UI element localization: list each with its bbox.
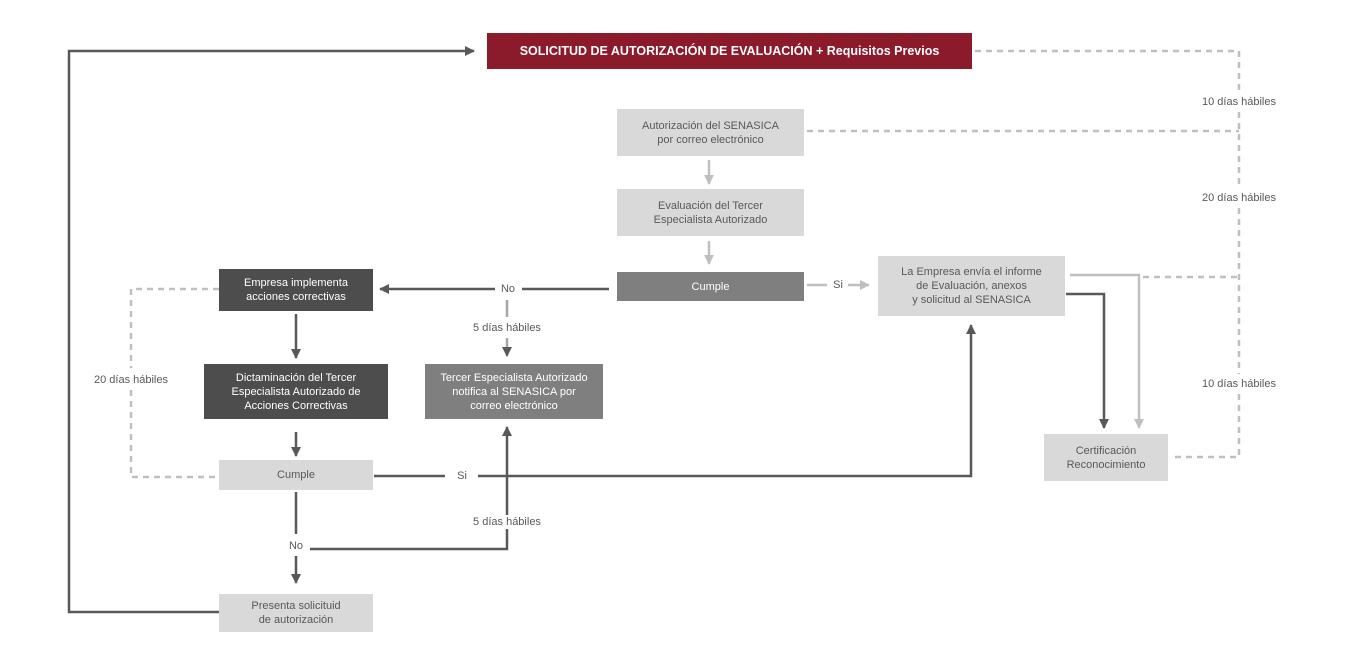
cumple-si-to-empresa-arrow (374, 325, 971, 478)
cumple-second-node: Cumple (219, 460, 373, 490)
dias-20-right-label: 20 días hábiles (1199, 191, 1279, 205)
certificacion-node: Certificación Reconocimiento (1044, 434, 1168, 481)
empresa-envia-node: La Empresa envía el informe de Evaluació… (878, 256, 1065, 316)
dias-5-top-label: 5 días hábiles (470, 321, 544, 335)
dias-5-bottom-label: 5 días hábiles (470, 515, 544, 529)
return-loop-arrow (67, 46, 475, 614)
dictaminacion-node: Dictaminación del Tercer Especialista Au… (204, 364, 388, 419)
tercer-notifica-node: Tercer Especialista Autorizado notifica … (425, 364, 603, 419)
si-main-label: Si (830, 278, 846, 292)
si-second-label: Si (454, 469, 470, 483)
dashed-top-right (975, 49, 1241, 459)
autorizacion-senasica-node: Autorización del SENASICA por correo ele… (617, 109, 804, 156)
dashed-left-loop (129, 287, 219, 479)
dias-20-left-label: 20 días hábiles (91, 373, 171, 387)
empresa-implementa-node: Empresa implementa acciones correctivas (219, 269, 373, 311)
flow-title: SOLICITUD DE AUTORIZACIÓN DE EVALUACIÓN … (487, 33, 972, 69)
empresa-to-certificacion-arrow (1066, 292, 1109, 429)
no-main-label: No (497, 282, 519, 296)
dias-10-top-label: 10 días hábiles (1199, 95, 1279, 109)
presenta-solicitud-node: Presenta solicituid de autorización (219, 594, 373, 632)
dias-10-bottom-label: 10 días hábiles (1199, 377, 1279, 391)
evaluacion-tercer-node: Evaluación del Tercer Especialista Autor… (617, 189, 804, 236)
no-to-tercer-arrow (310, 426, 512, 551)
no-second-label: No (285, 539, 307, 553)
cumple-main-node: Cumple (617, 272, 804, 301)
empresa-to-certificacion-light-arrow (1070, 273, 1144, 429)
